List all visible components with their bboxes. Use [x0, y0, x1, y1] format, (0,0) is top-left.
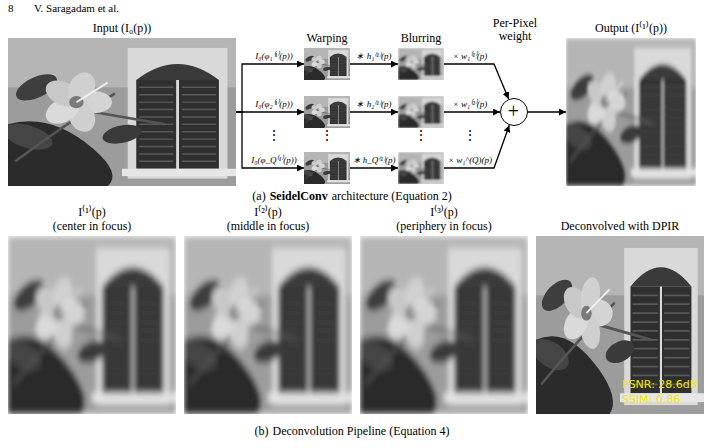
output-image: Output (I⁽¹⁾(p)): [566, 38, 696, 186]
photo-image: [398, 152, 444, 184]
metric-text: SSIM: 0.86: [622, 393, 702, 407]
image-title: I⁽²⁾(p): [184, 205, 352, 219]
ellipsis: ⋮: [446, 128, 494, 144]
flow-arrow: [528, 111, 566, 112]
operation-label: I₀(φ_Q⁽¹⁾(p)): [246, 155, 302, 166]
photo-layer: [304, 152, 350, 184]
flow-arrow: [236, 112, 304, 168]
focus-image: I⁽¹⁾(p)(center in focus): [8, 236, 176, 414]
photo-image: [304, 48, 350, 80]
focus-image: I⁽²⁾(p)(middle in focus): [184, 236, 352, 414]
photo-image: [184, 236, 352, 414]
flow-arrow: [444, 64, 509, 99]
caption-text: Deconvolution Pipeline (Equation 4): [273, 424, 450, 438]
flow-arrow: [444, 111, 500, 112]
flow-arrow: [236, 64, 304, 112]
metric-text: PSNR: 28.6dB: [622, 378, 702, 392]
ellipsis: ⋮: [398, 128, 444, 144]
photo-image: [398, 48, 444, 80]
photo-layer: [536, 236, 704, 414]
photo-scene: [398, 96, 444, 128]
operation-label: I₀(φ₂⁽¹⁾(p)): [246, 99, 302, 110]
photo-scene: [304, 152, 350, 184]
photo-layer: [304, 48, 350, 80]
image-title: Input (I₀(p)): [8, 21, 236, 35]
deconvolved-image: Deconvolved with DPIRPSNR: 28.6dBSSIM: 0…: [536, 236, 704, 414]
operation-label: × w₁^(Q)(p): [446, 155, 494, 166]
page-number: 8: [8, 2, 28, 14]
image-subtitle: (center in focus): [8, 219, 176, 233]
column-title: Warping: [284, 31, 370, 45]
image-title: Deconvolved with DPIR: [536, 219, 704, 233]
photo-layer: [184, 236, 352, 414]
flow-arrow: [350, 111, 398, 112]
photo-scene: [304, 48, 350, 80]
photo-scene: [398, 152, 444, 184]
photo-scene: [8, 38, 236, 186]
subfigure-tag: (a): [252, 189, 265, 203]
column-title: Per-Pixel weight: [483, 17, 547, 43]
warped-image: Warping: [304, 48, 350, 80]
blurred-image: [398, 152, 444, 184]
photo-image: [398, 96, 444, 128]
photo-image: [304, 152, 350, 184]
image-title: Output (I⁽¹⁾(p)): [556, 21, 704, 35]
photo-layer: [566, 38, 696, 186]
photo-layer: [8, 236, 176, 414]
photo-scene: [360, 236, 528, 414]
photo-scene: [398, 48, 444, 80]
caption-text: architecture (Equation 2): [332, 189, 452, 203]
photo-image: [8, 38, 236, 186]
photo-scene: [184, 236, 352, 414]
flow-arrow: [236, 111, 304, 112]
warped-image: [304, 152, 350, 184]
column-title: Blurring: [378, 31, 464, 45]
photo-image: [360, 236, 528, 414]
input-image: Input (I₀(p)): [8, 38, 236, 186]
photo-image: [566, 38, 696, 186]
operation-label: ∗ h_Q⁽¹⁾(p): [352, 155, 396, 166]
plus-sign: +: [501, 99, 526, 124]
operation-label: ∗ h₁⁽¹⁾(p): [352, 51, 396, 62]
operation-label: I₀(φ₁⁽¹⁾(p)): [246, 51, 302, 62]
warped-image: [304, 96, 350, 128]
ellipsis: ⋮: [246, 128, 302, 144]
image-title: I⁽¹⁾(p): [8, 205, 176, 219]
flow-arrow: [444, 125, 509, 168]
photo-scene: [8, 236, 176, 414]
flow-arrow: [350, 167, 398, 168]
caption-line: (b) Deconvolution Pipeline (Equation 4): [0, 424, 704, 438]
blurred-image: Blurring: [398, 48, 444, 80]
operation-label: × w₁⁽¹⁾(p): [446, 51, 494, 62]
photo-image: [304, 96, 350, 128]
photo-layer: [304, 96, 350, 128]
image-subtitle: (middle in focus): [184, 219, 352, 233]
photo-layer: [398, 96, 444, 128]
photo-layer: [398, 48, 444, 80]
blurred-image: [398, 96, 444, 128]
caption-name: SeidelConv: [270, 189, 328, 203]
image-title: I⁽³⁾(p): [360, 205, 528, 219]
image-subtitle: (periphery in focus): [360, 219, 528, 233]
subfigure-tag: (b): [255, 424, 269, 438]
photo-scene: [536, 236, 704, 414]
photo-scene: [566, 38, 696, 186]
photo-layer: [398, 152, 444, 184]
sum-node: Per-Pixel weight+: [500, 98, 528, 126]
running-head: V. Saragadam et al.: [34, 2, 174, 14]
ellipsis: ⋮: [304, 128, 350, 144]
photo-scene: [304, 96, 350, 128]
operation-label: × w₁⁽²⁾(p): [446, 99, 494, 110]
focus-image: I⁽³⁾(p)(periphery in focus): [360, 236, 528, 414]
flow-arrow: [350, 63, 398, 64]
operation-label: ∗ h₂⁽¹⁾(p): [352, 99, 396, 110]
photo-layer: [8, 38, 236, 186]
photo-layer: [360, 236, 528, 414]
caption-line: (a) SeidelConv architecture (Equation 2): [0, 189, 704, 203]
photo-image: [8, 236, 176, 414]
